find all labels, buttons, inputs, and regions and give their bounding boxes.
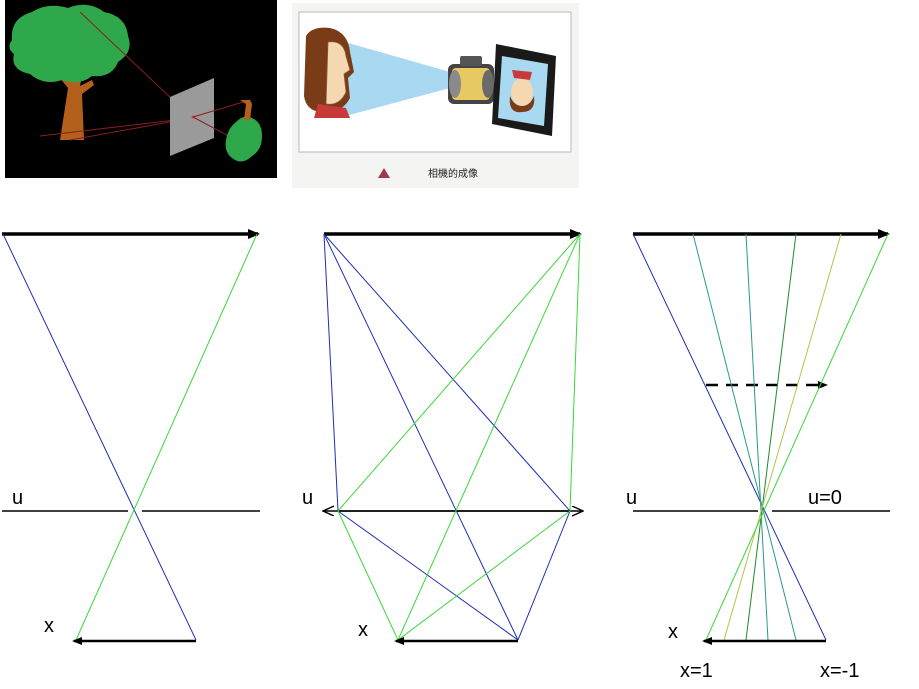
right-ray-green xyxy=(705,233,889,641)
right-lens-center-label: u=0 xyxy=(808,487,842,509)
camera-icon xyxy=(448,56,494,104)
right-image-label: x xyxy=(668,621,678,643)
middle-lens-label: u xyxy=(302,487,313,509)
right-ray-diagram: u u=0 x x=1 x=-1 xyxy=(626,229,890,682)
tree-icon xyxy=(9,4,130,140)
left-ray-green xyxy=(75,233,258,641)
right-lens-label: u xyxy=(626,487,637,509)
face-icon xyxy=(304,27,354,118)
camera-caption: 相機的成像 xyxy=(428,167,478,180)
pinhole-photo xyxy=(5,0,277,178)
camera-photo: 相機的成像 xyxy=(292,3,579,188)
right-ray-blue xyxy=(632,233,827,641)
right-ray-olive xyxy=(723,233,842,641)
inverted-tree-icon xyxy=(225,100,262,162)
right-image-left-label: x=1 xyxy=(680,660,713,682)
left-image-label: x xyxy=(44,615,54,637)
triangle-marker-icon xyxy=(378,168,390,178)
right-image-right-label: x=-1 xyxy=(820,660,859,682)
left-ray-diagram: u x xyxy=(2,229,260,645)
right-ray-teal-2 xyxy=(745,233,769,641)
left-lens-label: u xyxy=(12,487,23,509)
right-ray-teal-1 xyxy=(692,233,797,641)
middle-image-label: x xyxy=(358,619,368,641)
middle-ray-diagram: u x xyxy=(302,229,582,645)
film-strip-icon xyxy=(492,44,556,136)
right-ray-dark-green xyxy=(745,233,797,641)
left-ray-blue xyxy=(2,233,197,641)
